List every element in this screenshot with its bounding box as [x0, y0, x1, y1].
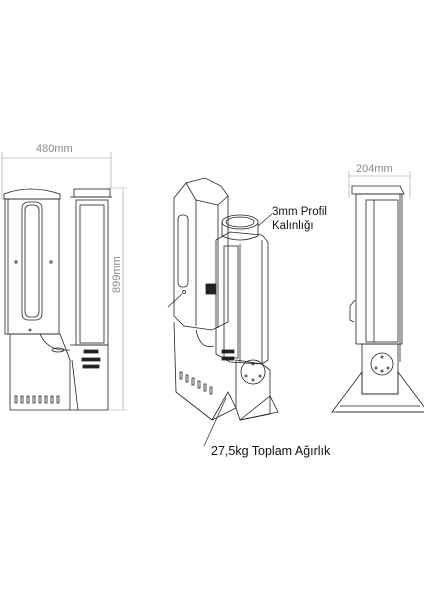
- side-width-label: 204mm: [356, 163, 393, 175]
- front-left-cap: [3, 188, 61, 200]
- front-width-label: 480mm: [36, 143, 73, 155]
- perspective-vent-slots: [179, 371, 213, 395]
- perspective-view: [167, 177, 279, 447]
- weight-leader: [203, 397, 227, 447]
- perspective-base: [173, 321, 237, 421]
- front-width-dimension: [1, 152, 112, 200]
- side-bolt-plate: [370, 352, 394, 376]
- side-a-frame-base: [331, 370, 424, 413]
- profile-callout-line2: Kalınlığı: [272, 220, 314, 232]
- front-left-window: [21, 201, 43, 321]
- side-body: [355, 193, 403, 345]
- perspective-window: [177, 214, 189, 288]
- profile-thickness-callout: 3mm Profil Kalınlığı: [272, 205, 327, 233]
- front-height-dimension: [108, 187, 127, 411]
- front-right-column: [73, 188, 111, 198]
- front-view: [1, 152, 127, 411]
- side-view: [331, 171, 424, 413]
- profile-leader: [257, 213, 273, 227]
- perspective-left-box: [173, 177, 229, 331]
- profile-callout-line1: 3mm Profil: [272, 206, 327, 218]
- front-left-base: [9, 333, 71, 411]
- perspective-bolt-plate: [240, 359, 266, 385]
- perspective-cylinder: [215, 214, 269, 365]
- side-width-dimension: [348, 171, 411, 198]
- total-weight-callout: 27,5kg Toplam Ağırlık: [211, 444, 331, 458]
- front-height-label: 899mm: [111, 256, 123, 293]
- front-left-body: [4, 198, 60, 335]
- front-vent-slots: [14, 395, 60, 404]
